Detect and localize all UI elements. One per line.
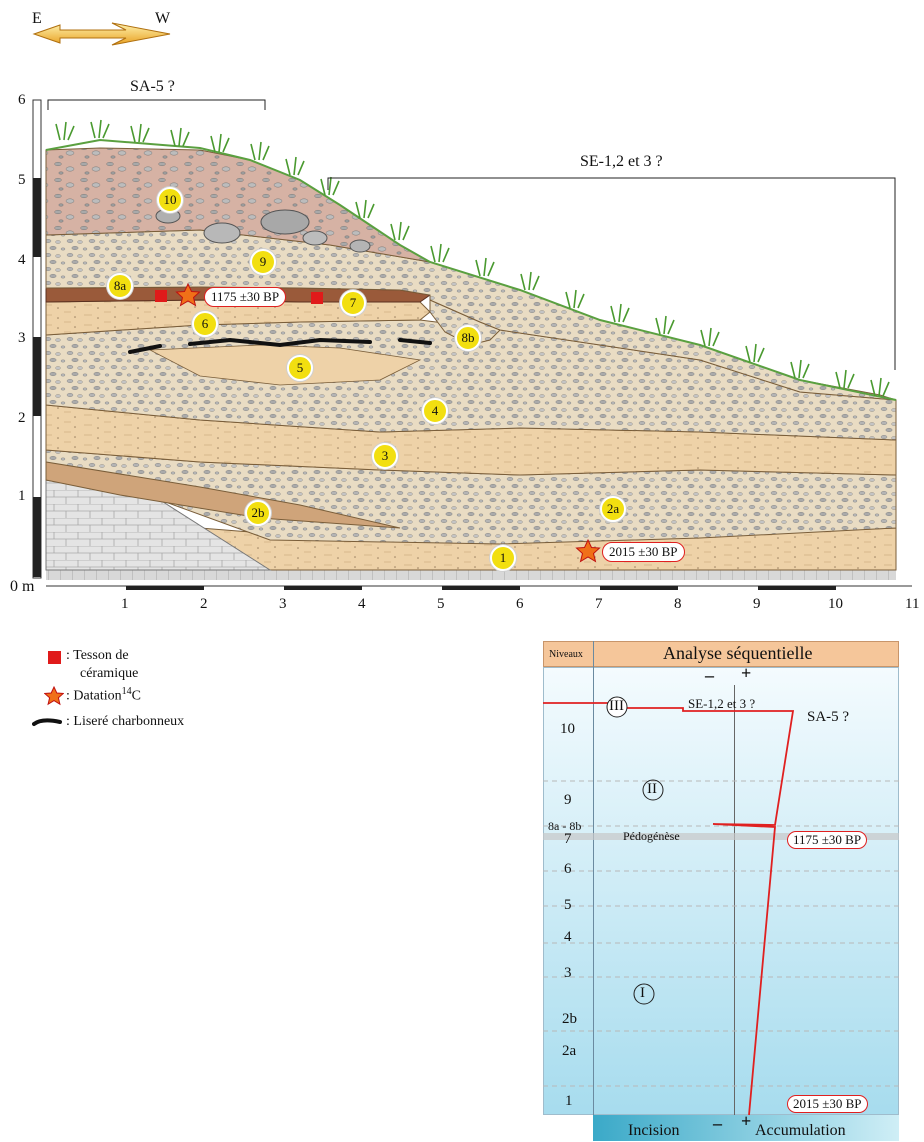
level-4: 4 [564, 929, 572, 945]
phase-II: II [647, 781, 657, 797]
x-tick-8: 8 [674, 596, 682, 612]
sequence-header [543, 641, 899, 667]
sherd-marker [311, 292, 323, 304]
incision-label: Incision [628, 1122, 680, 1139]
sherd-legend-icon [48, 651, 61, 664]
charcoal-legend-icon [32, 718, 62, 726]
charcoal-line [128, 337, 432, 354]
x-tick-11: 11 [905, 596, 920, 612]
layer-label-2b: 2b [245, 500, 271, 526]
base-ruler [46, 570, 896, 580]
se-bracket [327, 177, 896, 370]
level-7: 7 [564, 831, 572, 847]
layer-label-1: 1 [490, 545, 516, 571]
legend-charcoal: : Liseré charbonneux [66, 714, 185, 729]
y-tick-3: 3 [18, 330, 26, 346]
layer-label-7: 7 [340, 290, 366, 316]
seq-sa5-label: SA-5 ? [807, 709, 850, 725]
seq-date-upper: 1175 ±30 BP [787, 831, 868, 849]
legend-dating: : Datation14C [66, 686, 141, 704]
layer-label-6: 6 [192, 311, 218, 337]
layer-label-4: 4 [422, 398, 448, 424]
footer-minus: – [713, 1113, 722, 1133]
legend-sherd-line2: céramique [80, 666, 139, 681]
y-tick-5: 5 [18, 172, 26, 188]
layer-label-9: 9 [250, 249, 276, 275]
axis-minus: – [705, 665, 714, 685]
phase-III: III [609, 698, 624, 714]
layer-label-8a: 8a [107, 273, 133, 299]
layer-label-2a: 2a [600, 496, 626, 522]
level-8a-8b: 8a - 8b [548, 819, 582, 833]
x-tick-5: 5 [437, 596, 445, 612]
axis-plus: + [741, 663, 752, 683]
compass-west-label: W [155, 10, 171, 27]
sequence-title: Analyse séquentielle [663, 643, 813, 663]
sequence-curve [543, 696, 899, 1116]
date-label-lower: 2015 ±30 BP [602, 542, 685, 562]
compass-east-label: E [32, 10, 42, 27]
layer-label-5: 5 [287, 355, 313, 381]
sa5-bracket [47, 99, 266, 110]
dating-star-icon [175, 282, 201, 307]
layer-2b [45, 461, 401, 529]
compass: E W [30, 10, 180, 50]
level-2b: 2b [562, 1011, 577, 1027]
levels-header: Niveaux [549, 649, 583, 660]
dating-star-icon [575, 538, 601, 563]
accumulation-label: Accumulation [755, 1122, 846, 1139]
level-10: 10 [560, 721, 575, 737]
x-tick-3: 3 [279, 596, 287, 612]
y-tick-1: 1 [18, 488, 26, 504]
sequence-footer [593, 1115, 899, 1141]
level-5: 5 [564, 897, 572, 913]
x-tick-7: 7 [595, 596, 603, 612]
y-axis-zero-label: 0 m [10, 578, 35, 595]
sa5-label: SA-5 ? [130, 78, 175, 95]
level-1: 1 [565, 1093, 573, 1109]
y-tick-2: 2 [18, 410, 26, 426]
x-tick-4: 4 [358, 596, 366, 612]
seq-se-label: SE-1,2 et 3 ? [688, 696, 756, 711]
phase-I: I [640, 985, 645, 1001]
layer-label-8b: 8b [455, 325, 481, 351]
level-9: 9 [564, 792, 572, 808]
se-label: SE-1,2 et 3 ? [580, 153, 663, 170]
x-tick-1: 1 [121, 596, 129, 612]
sequence-body [543, 667, 899, 1115]
y-tick-4: 4 [18, 252, 26, 268]
sequence-panel: Niveaux Analyse séquentielle – + III [543, 641, 899, 1141]
level-2a: 2a [562, 1043, 577, 1059]
footer-plus: + [741, 1111, 752, 1131]
level-6: 6 [564, 861, 572, 877]
grass-tufts [55, 119, 890, 397]
grass-surface [45, 138, 897, 401]
x-tick-2: 2 [200, 596, 208, 612]
compass-arrow-icon [32, 22, 171, 46]
sherd-marker [155, 290, 167, 302]
x-tick-9: 9 [753, 596, 761, 612]
level-3: 3 [564, 965, 572, 981]
y-tick-6: 6 [18, 92, 26, 108]
dating-star-icon [44, 686, 64, 706]
legend: : Tesson de céramique : Datation14C : Li… [30, 648, 330, 758]
stratigraphic-section [32, 99, 912, 590]
date-label-upper: 1175 ±30 BP [204, 287, 287, 307]
x-tick-6: 6 [516, 596, 524, 612]
x-tick-10: 10 [828, 596, 843, 612]
pedogenesis-label: Pédogénèse [623, 829, 680, 843]
layer-label-10: 10 [157, 187, 183, 213]
layer-label-3: 3 [372, 443, 398, 469]
legend-sherd-line1: : Tesson de [66, 648, 129, 663]
seq-date-lower: 2015 ±30 BP [787, 1095, 868, 1113]
